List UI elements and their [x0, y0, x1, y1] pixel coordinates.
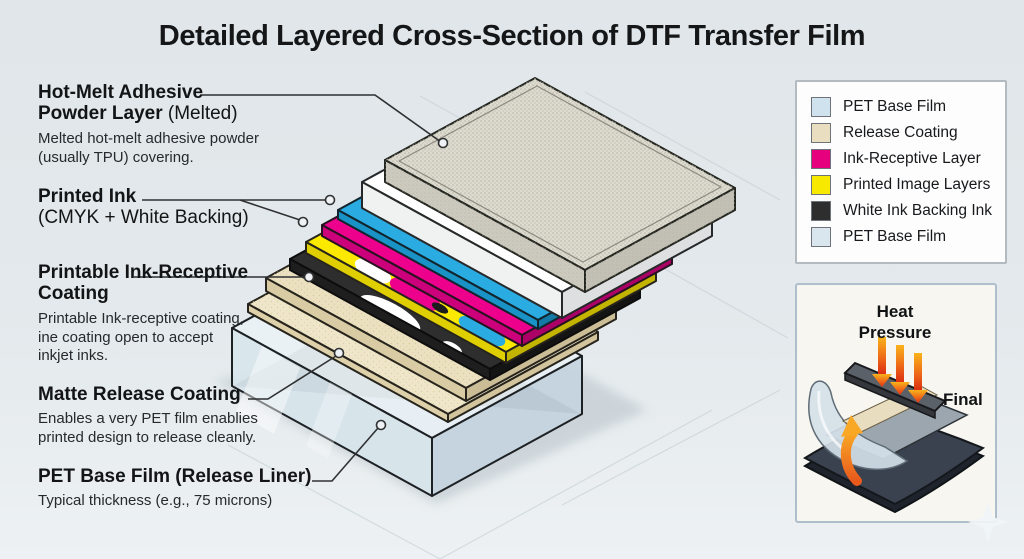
callout-ink-receptive: Printable Ink-Receptive Coating Printabl… [38, 262, 274, 366]
swatch-ink-receptive-layer [811, 149, 831, 169]
down-arrow-icon [872, 337, 892, 387]
glass-sheen [236, 346, 352, 458]
callout-heading: Printed Ink(CMYK + White Backing) [38, 186, 249, 229]
swatch-white-ink-backing [811, 201, 831, 221]
final-label: Final [943, 390, 983, 409]
legend-item: Release Coating [811, 120, 991, 146]
leader-lines [134, 94, 442, 482]
heat-press-illustration: Heat Pressure Final [802, 302, 986, 514]
callout-pet-film: PET Base Film (Release Liner) Typical th… [38, 466, 368, 511]
callout-desc: Typical thickness (e.g., 75 microns) [38, 492, 273, 510]
heat-label: Heat [877, 302, 914, 321]
legend-item: White Ink Backing Ink [811, 198, 992, 224]
callout-adhesive: Hot-Melt Adhesive Powder Layer (Melted) … [38, 82, 280, 167]
legend-item: Printed Image Layers [811, 172, 991, 198]
swatch-release-coating [811, 123, 831, 143]
callout-heading: Hot-Melt Adhesive Powder Layer (Melted) [38, 82, 238, 125]
leader-adhesive [200, 94, 442, 143]
down-arrow-icon [908, 353, 928, 403]
legend-item: PET Base Film [811, 94, 991, 120]
page-title: Detailed Layered Cross-Section of DTF Tr… [158, 20, 866, 52]
swatch-pet-base-film-2 [811, 227, 831, 247]
layer-adhesive-powder [384, 77, 736, 293]
down-arrow-icon [890, 345, 910, 395]
peel-up-arrow-icon [841, 415, 863, 486]
heat-pressure-arrows [872, 337, 928, 403]
callout-desc: Printable Ink-receptive coating, ine coa… [38, 309, 244, 365]
swatch-pet-base-film [811, 97, 831, 117]
legend-item: PET Base Film [811, 224, 991, 250]
peeling-film-curl [808, 380, 909, 471]
swatch-printed-image-layers [811, 175, 831, 195]
leader-endpoints [297, 137, 449, 431]
heat-press-inset: Heat Pressure Final [795, 283, 997, 523]
callout-release-coating: Matte Release Coating Enables a very PET… [38, 384, 328, 448]
leader-release-coating [248, 355, 337, 400]
pressure-label: Pressure [859, 323, 932, 342]
callout-printed-ink: Printed Ink(CMYK + White Backing) [38, 186, 280, 229]
callout-heading: Printable Ink-Receptive Coating [38, 262, 249, 305]
background-grid [227, 91, 789, 559]
printed-design-blobs [354, 258, 506, 347]
legend-item: Ink-Receptive Layer [811, 146, 991, 172]
legend: PET Base Film Release Coating Ink-Recept… [795, 80, 1007, 264]
callout-heading: Matte Release Coating [38, 384, 241, 405]
leader-pet-film [312, 427, 379, 482]
sparkle-icon [968, 502, 1008, 542]
leader-printed-ink-2 [239, 199, 301, 221]
callout-desc: Melted hot-melt adhesive powder (usually… [38, 129, 259, 166]
callout-heading: PET Base Film (Release Liner) [38, 466, 312, 487]
callout-desc: Enables a very PET film enablies printed… [38, 410, 258, 447]
